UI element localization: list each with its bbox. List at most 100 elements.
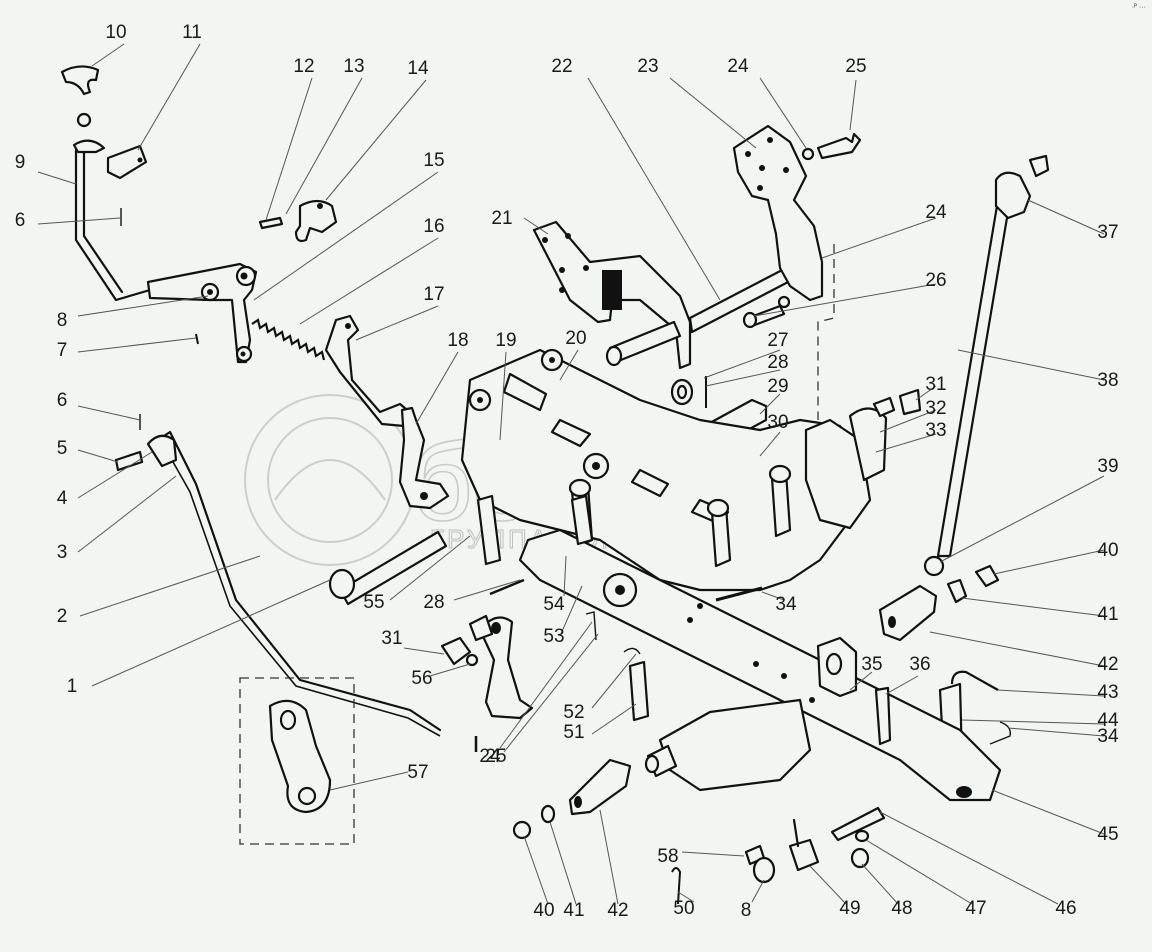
- leader-line: [79, 555, 261, 617]
- leader-line: [285, 77, 363, 215]
- callout-label: 31: [381, 628, 402, 649]
- part-spring: [251, 318, 326, 361]
- leader-line: [759, 77, 807, 149]
- leader-line: [559, 585, 583, 637]
- part-clevis-42: [878, 584, 938, 642]
- leader-line: [329, 771, 409, 791]
- callout-label: 38: [1097, 370, 1118, 391]
- leader-line: [549, 821, 577, 905]
- leader-line: [957, 349, 1105, 381]
- callout-label: 39: [1097, 456, 1118, 477]
- leader-lines: [37, 43, 1105, 905]
- part-ball-39: [923, 555, 945, 577]
- callout-label: 41: [1097, 604, 1118, 625]
- part-link-18: [398, 406, 450, 510]
- leader-line: [879, 811, 1059, 905]
- leader-line: [939, 475, 1105, 563]
- leader-line: [681, 851, 745, 857]
- leader-line: [453, 579, 521, 601]
- leader-line: [77, 295, 209, 317]
- leader-line: [523, 835, 549, 905]
- part-cam-32: [848, 407, 888, 482]
- leader-line: [677, 891, 695, 903]
- leader-line: [703, 349, 781, 379]
- callout-label: 18: [447, 330, 468, 351]
- leader-line: [37, 171, 77, 185]
- part-pin-55: [338, 530, 448, 606]
- callout-label: 52: [563, 702, 584, 723]
- callout-label: 13: [343, 56, 364, 77]
- callout-label: 24: [727, 56, 749, 77]
- callout-label: 6: [15, 210, 26, 231]
- part-nut-31: [898, 388, 922, 416]
- callout-label: 34: [1097, 726, 1119, 747]
- part-nut-48: [850, 847, 870, 869]
- callout-label: 9: [15, 152, 26, 173]
- leader-line: [91, 43, 125, 67]
- leader-line: [563, 555, 567, 597]
- leader-line: [879, 409, 937, 433]
- leader-line: [77, 451, 153, 499]
- part-rod-end-37: [994, 171, 1032, 220]
- part-washer-24: [777, 295, 791, 309]
- leader-line: [137, 43, 201, 151]
- part-bolt-25: [816, 132, 862, 160]
- part-pin-handle-43: [950, 670, 999, 691]
- callout-label: 55: [363, 592, 384, 613]
- part-rod-ball: [76, 112, 92, 128]
- callout-label: 45: [1097, 824, 1118, 845]
- part-rod-1: [156, 430, 442, 732]
- leader-line: [499, 621, 593, 749]
- callout-label: 56: [411, 668, 432, 689]
- callout-label: 5: [57, 438, 68, 459]
- callout-label: 12: [293, 56, 314, 77]
- leader-line: [751, 879, 765, 903]
- part-bolt-46: [830, 806, 886, 842]
- leader-line: [77, 337, 197, 353]
- callout-label: 31: [925, 374, 946, 395]
- leader-line: [559, 349, 579, 381]
- leader-line: [997, 689, 1105, 697]
- part-knob: [60, 65, 100, 96]
- callout-label: 6: [57, 390, 68, 411]
- leader-line: [759, 431, 781, 457]
- callout-label: 28: [767, 352, 788, 373]
- callout-label: 26: [925, 270, 946, 291]
- callout-label: 19: [495, 330, 516, 351]
- leader-line: [591, 653, 637, 709]
- leader-line: [761, 591, 785, 601]
- callout-label: 14: [407, 58, 429, 79]
- leader-line: [991, 789, 1105, 835]
- leader-line: [265, 77, 313, 221]
- callout-label: 8: [57, 310, 68, 331]
- leader-line: [499, 351, 507, 441]
- part-bolt-40-b: [512, 820, 532, 840]
- callout-label: 11: [182, 22, 202, 43]
- leader-line: [961, 597, 1105, 617]
- callout-label: 57: [407, 762, 428, 783]
- part-washer-41: [946, 578, 968, 604]
- leader-line: [253, 171, 439, 301]
- callout-label: 10: [105, 22, 126, 43]
- leader-line: [77, 449, 119, 463]
- leader-line: [587, 77, 721, 301]
- part-rod-collar: [72, 139, 106, 154]
- callout-label: 40: [1097, 540, 1118, 561]
- leader-line: [915, 385, 937, 401]
- parts: [60, 65, 1050, 905]
- detail-inset-box: [239, 677, 355, 845]
- leader-line: [821, 217, 937, 259]
- leader-line: [753, 283, 937, 317]
- callout-label: 49: [839, 898, 860, 919]
- callout-label: 48: [891, 898, 912, 919]
- part-bolt-51: [628, 660, 650, 722]
- callout-label: 34: [775, 594, 797, 615]
- leader-line: [1027, 199, 1105, 235]
- part-washer-8-b: [752, 856, 776, 884]
- leader-line: [415, 351, 459, 425]
- callout-label: 15: [423, 150, 444, 171]
- callout-label: 17: [423, 284, 444, 305]
- leader-line: [961, 719, 1105, 725]
